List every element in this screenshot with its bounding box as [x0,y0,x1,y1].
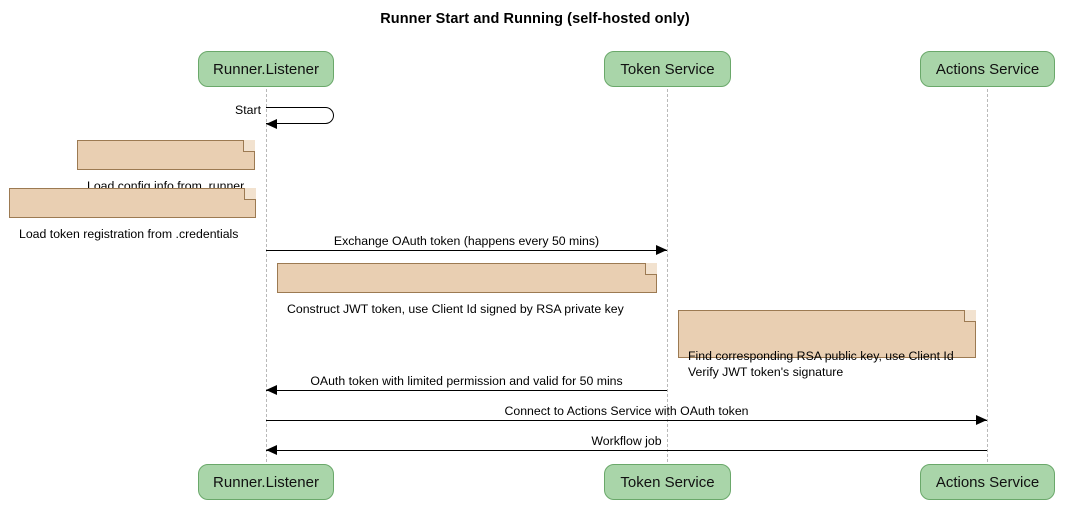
participant-actions-top[interactable]: Actions Service [920,51,1055,87]
participant-label: Token Service [620,60,715,78]
note-fold-icon [243,140,255,152]
participant-label: Actions Service [935,60,1040,78]
note-load-token-registration: Load token registration from .credential… [9,188,256,241]
participant-runner-top[interactable]: Runner.Listener [198,51,334,87]
lifeline-runner [266,89,267,462]
message-label-connect: Connect to Actions Service with OAuth to… [504,404,749,418]
message-line-oauth-return [266,390,667,391]
note-text: Find corresponding RSA public key, use C… [688,349,954,379]
note-fold-icon [645,263,657,275]
message-line-workflow [266,450,987,451]
message-label-exchange: Exchange OAuth token (happens every 50 m… [333,234,600,248]
message-label-workflow: Workflow job [591,434,662,448]
participant-token-top[interactable]: Token Service [604,51,731,87]
arrow-head-workflow [266,444,277,455]
participant-actions-bottom[interactable]: Actions Service [920,464,1055,500]
message-line-connect [266,420,987,421]
note-text: Construct JWT token, use Client Id signe… [287,302,624,316]
note-verify-jwt: Find corresponding RSA public key, use C… [678,310,976,379]
arrow-head-exchange [656,244,667,255]
note-text: Load token registration from .credential… [19,227,239,241]
lifeline-actions [987,89,988,462]
participant-label: Token Service [620,473,715,491]
page-title: Runner Start and Running (self-hosted on… [380,11,690,27]
lifeline-token [667,89,668,462]
participant-label: Runner.Listener [213,473,319,491]
message-label-oauth-return: OAuth token with limited permission and … [310,374,623,388]
participant-label: Actions Service [935,473,1040,491]
message-label-start: Start [235,103,261,117]
arrow-head-start [266,118,277,129]
note-load-config: Load config info from .runner [77,140,255,193]
arrow-head-oauth-return [266,384,277,395]
self-message-start [266,107,334,124]
arrow-head-connect [976,414,987,425]
note-fold-icon [964,310,976,322]
participant-token-bottom[interactable]: Token Service [604,464,731,500]
participant-runner-bottom[interactable]: Runner.Listener [198,464,334,500]
participant-label: Runner.Listener [213,60,319,78]
message-line-exchange [266,250,667,251]
note-fold-icon [244,188,256,200]
note-construct-jwt: Construct JWT token, use Client Id signe… [277,263,657,316]
